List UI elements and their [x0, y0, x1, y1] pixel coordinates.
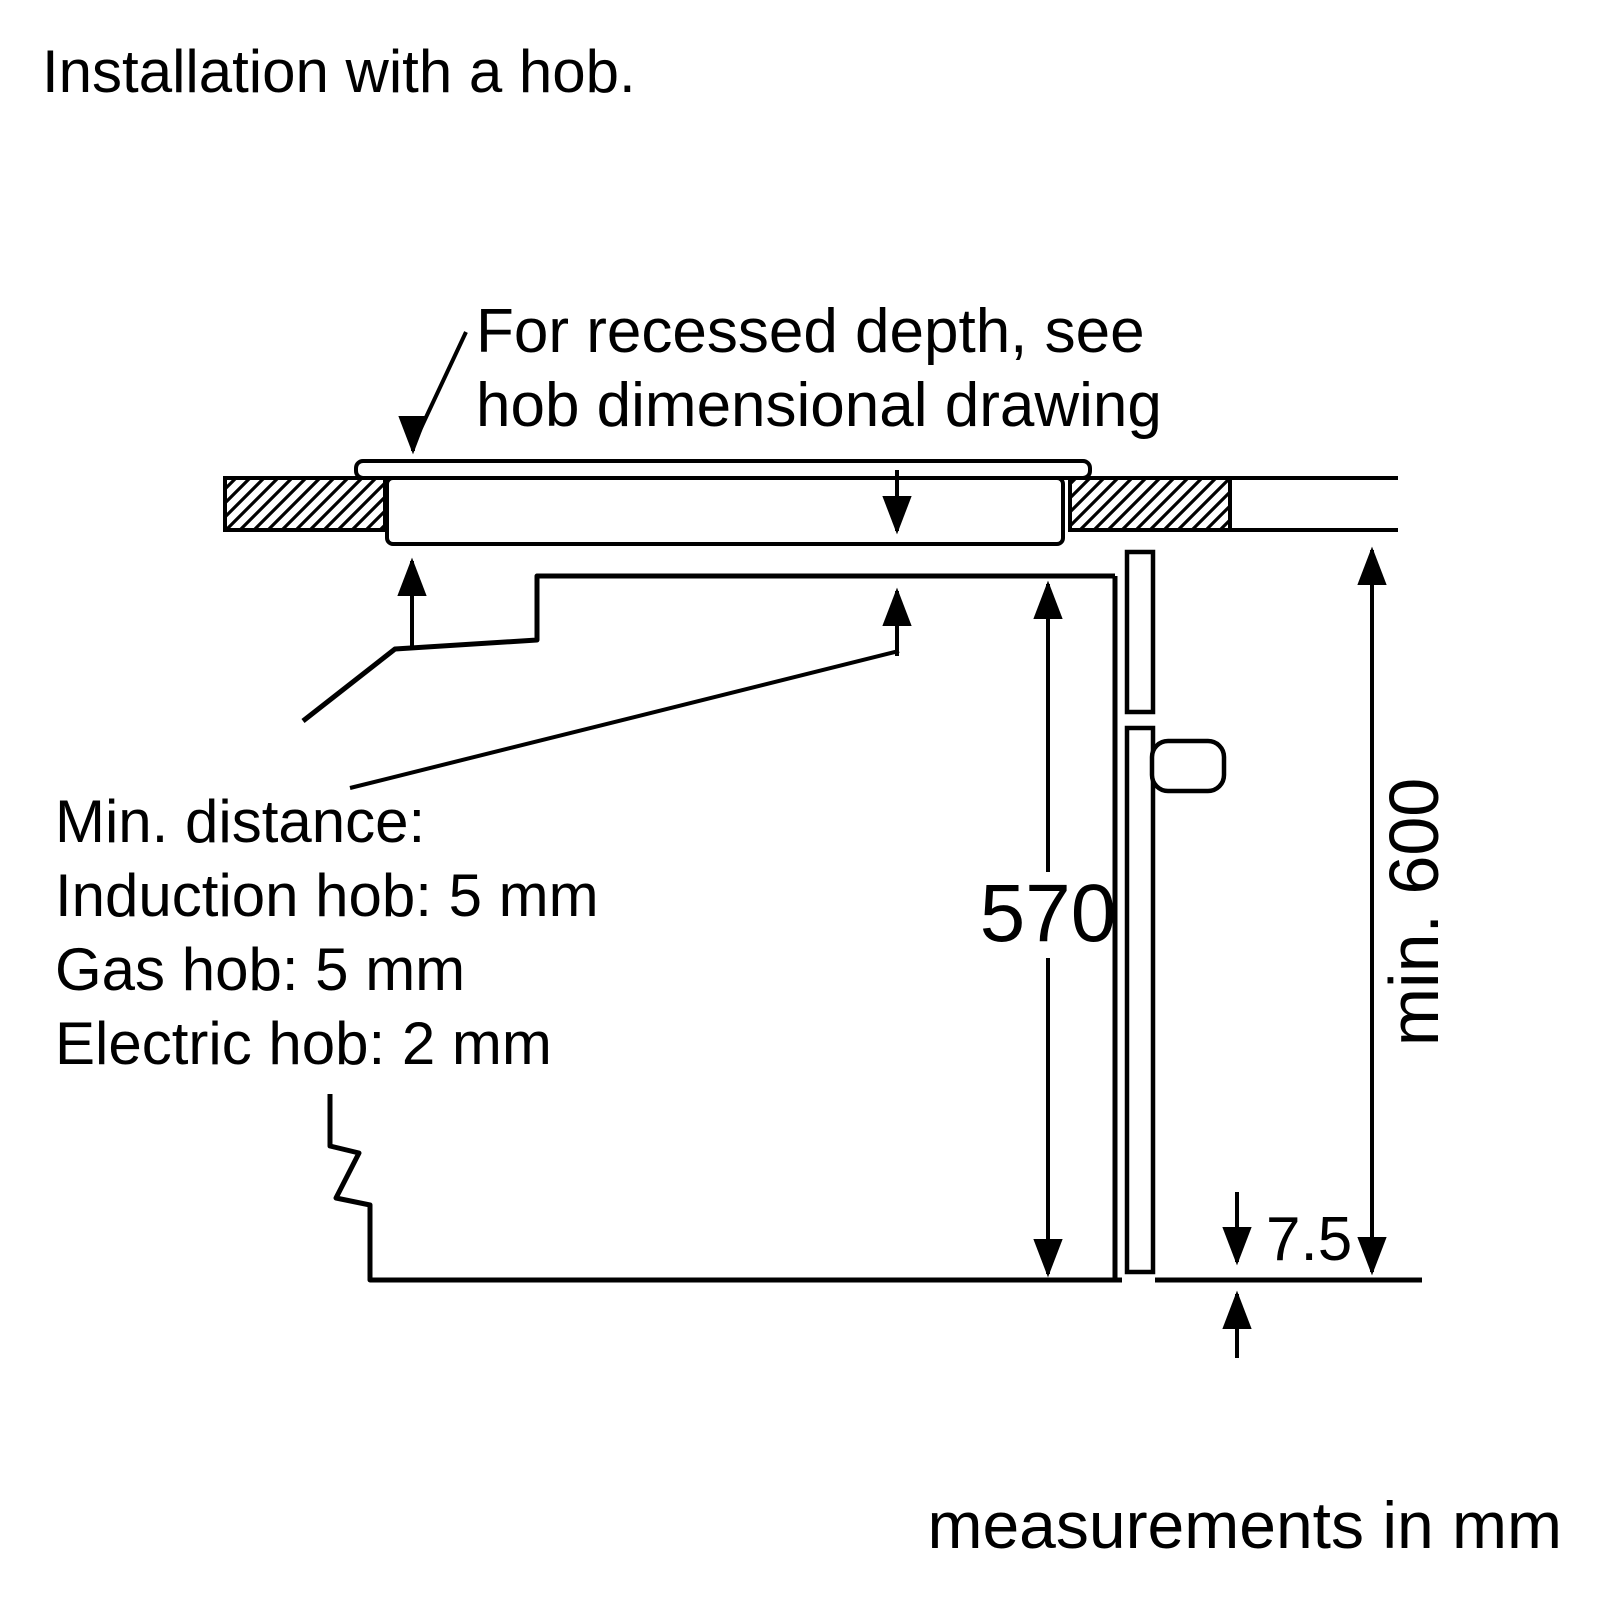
- oven-top-outline: [301, 573, 1115, 723]
- worktop-left-hatch: [223, 476, 387, 532]
- min-distance-electric: Electric hob: 2 mm: [55, 1010, 552, 1077]
- dimension-570: 570: [980, 580, 1117, 1278]
- worktop: [223, 476, 1398, 532]
- min-distance-heading: Min. distance:: [55, 788, 425, 855]
- recessed-depth-note: For recessed depth, see hob dimensional …: [476, 297, 1162, 440]
- oven-control-panel: [1124, 549, 1156, 715]
- units-footnote: measurements in mm: [927, 1488, 1562, 1562]
- oven-door: [1124, 725, 1156, 1275]
- recessed-depth-note-line1: For recessed depth, see: [476, 297, 1145, 366]
- dimension-min-600: min. 600: [1357, 546, 1453, 1276]
- min-distance-note: Min. distance: Induction hob: 5 mm Gas h…: [55, 788, 599, 1077]
- worktop-right-hatch: [1068, 476, 1232, 532]
- dim-7-5-label: 7.5: [1266, 1205, 1352, 1274]
- hob-body: [385, 476, 1065, 546]
- recessed-depth-leader-arrow: [398, 331, 468, 455]
- dim-570-label: 570: [980, 868, 1117, 959]
- leaders-and-arrows: [349, 331, 912, 790]
- min-distance-induction: Induction hob: 5 mm: [55, 862, 599, 929]
- page-title: Installation with a hob.: [42, 38, 636, 105]
- hob-lip: [354, 459, 1092, 480]
- min-distance-gas: Gas hob: 5 mm: [55, 936, 465, 1003]
- hob: [354, 459, 1092, 546]
- min-distance-leader-line: [349, 649, 900, 790]
- dimension-7-5: 7.5: [1222, 1192, 1352, 1358]
- cabinet-break-line: [327, 1094, 1122, 1283]
- recessed-depth-note-line2: hob dimensional drawing: [476, 371, 1162, 440]
- dim-min600-label: min. 600: [1375, 778, 1453, 1046]
- oven-knob: [1149, 738, 1227, 794]
- oven: [301, 549, 1422, 1283]
